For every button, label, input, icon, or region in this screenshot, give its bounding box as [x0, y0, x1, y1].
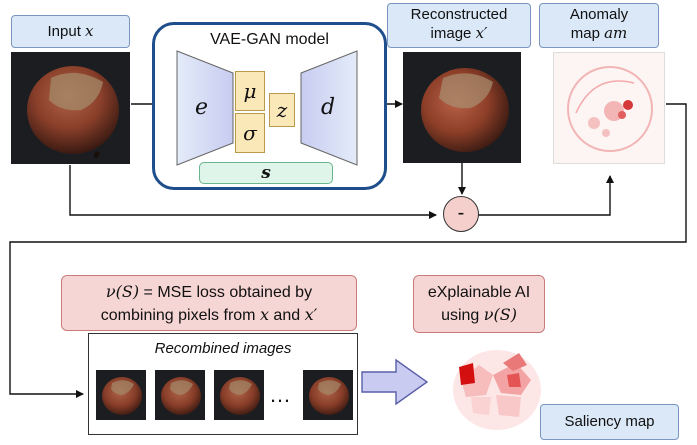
nu-loss-box: ν(S) = MSE loss obtained by combining pi… [61, 275, 357, 331]
encoder-symbol: e [195, 95, 209, 120]
recombined-images-box: Recombined images … [88, 333, 358, 435]
line-anomaly-to-recombined [9, 103, 687, 398]
decoder-symbol: d [321, 95, 336, 120]
reconstructed-label: Reconstructed image x′ [387, 3, 531, 48]
encoder-trapezoid [176, 50, 234, 166]
ellipsis: … [269, 382, 291, 407]
encoder-decoder-shapes [176, 50, 358, 166]
anomaly-map-image [553, 52, 665, 164]
saliency-map-image [441, 335, 553, 435]
vae-title: VAE-GAN model [210, 31, 329, 48]
recombined-title: Recombined images [154, 340, 292, 357]
reconstructed-image [403, 52, 521, 163]
block-arrow [361, 358, 429, 406]
decoder-trapezoid [300, 50, 358, 166]
line-input-to-minus [69, 165, 437, 219]
z-box: z [269, 93, 295, 127]
mu-box: μ [235, 71, 265, 111]
saliency-label: Saliency map [540, 404, 679, 440]
subtract-operator: - [443, 196, 479, 232]
xai-label: eXplainable AI using ν(S) [413, 275, 545, 333]
anomaly-label: Anomaly map am [539, 3, 659, 48]
input-label: Input x [11, 15, 130, 48]
sigma-box: σ [235, 113, 265, 153]
recombined-thumbnails [96, 370, 353, 420]
input-image [11, 52, 130, 164]
s-bar: s [199, 162, 333, 184]
vae-gan-model-box: VAE-GAN model e d μ σ z s [152, 22, 387, 190]
line-minus-to-anomaly [478, 175, 614, 216]
